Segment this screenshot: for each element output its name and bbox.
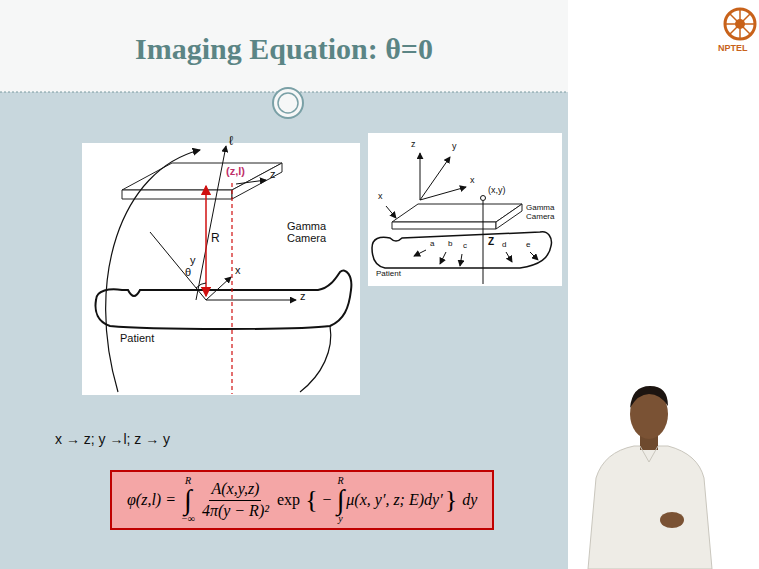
equation-term: − — [323, 491, 332, 509]
figure-label: z — [300, 290, 306, 302]
rotation-arrow — [300, 326, 331, 392]
figure-label: y — [190, 254, 196, 266]
projection-line — [483, 201, 484, 284]
figure-label: x → z; y →l; z → y — [55, 432, 170, 447]
l-axis — [196, 146, 226, 300]
figure-label: e — [526, 241, 530, 250]
figure-label: x — [235, 264, 241, 276]
logo-emblem — [725, 9, 755, 39]
equation-term: ∫ — [337, 486, 345, 514]
figure-panel — [82, 143, 360, 395]
figure-label: y — [452, 142, 457, 152]
presenter-hair — [630, 386, 668, 408]
equation-term: 4π(y − R)² — [200, 501, 271, 520]
slide-title: Imaging Equation: θ=0 — [0, 32, 568, 66]
figure-label: b — [448, 240, 452, 249]
equation-term: } — [445, 487, 457, 513]
presenter-collar — [640, 446, 658, 462]
equation-term: φ(z,l) = — [127, 491, 176, 509]
equation-box: φ(z,l) =R∫−∞A(x,y,z)4π(y − R)²exp{−R∫yμ(… — [110, 470, 494, 530]
figure-label: θ — [185, 266, 191, 278]
equation-term: μ(x, y′, z; E)dy′ — [346, 491, 442, 509]
figure-label: ℓ — [229, 134, 233, 148]
figure-label: Gamma Camera — [287, 220, 335, 244]
z-axis — [420, 153, 421, 200]
projection-line — [231, 183, 232, 394]
figure-label: Z — [488, 236, 494, 247]
figure-label: Patient — [120, 332, 154, 344]
figure-label: d — [502, 241, 506, 250]
pixel-point — [481, 196, 486, 201]
rotated-axis — [150, 232, 206, 300]
equation-term: −∞ — [181, 514, 195, 524]
logo-emblem — [726, 10, 754, 38]
figure-label: c — [463, 242, 467, 251]
figure-label: z — [270, 168, 276, 180]
figure-label: R — [211, 232, 220, 245]
angle-arc — [196, 283, 206, 288]
title-band — [0, 0, 568, 92]
z-axis — [236, 180, 266, 184]
equation-term: A(x,y,z) — [209, 480, 261, 500]
figure-label: x — [378, 192, 383, 202]
gamma-camera-plate — [496, 204, 522, 229]
figure-label: (z,l) — [226, 165, 245, 177]
integral: R∫y — [337, 476, 345, 524]
y-axis — [420, 157, 450, 200]
figure-label: x — [470, 176, 475, 186]
x-axis — [386, 206, 396, 218]
emission-arrow — [414, 250, 426, 256]
gamma-camera-plate — [392, 222, 496, 229]
integral: R∫−∞ — [181, 476, 195, 524]
figure-label: z — [411, 140, 416, 150]
equation-term: R — [337, 476, 343, 486]
slide-ground — [0, 0, 568, 569]
figure-label: Patient — [376, 270, 401, 279]
title-ornament — [278, 93, 298, 113]
emission-arrow — [440, 252, 446, 264]
patient-outline — [372, 232, 551, 268]
title-ornament — [273, 88, 303, 118]
rotation-arrow — [106, 150, 200, 392]
x-axis — [420, 187, 466, 200]
z-axis — [206, 300, 296, 301]
equation-term: dy — [462, 491, 477, 509]
figure-label: (x,y) — [488, 186, 506, 196]
equation-term: exp — [277, 491, 300, 509]
patient-outline — [96, 271, 352, 329]
figure-label: NPTEL — [718, 44, 748, 54]
emission-arrow — [530, 252, 538, 260]
equation-term: ∫ — [184, 486, 192, 514]
figure-label: Gamma Camera — [526, 204, 560, 222]
x-axis — [206, 277, 231, 300]
emission-arrow — [460, 254, 462, 266]
equation-term: { — [305, 487, 317, 513]
equation-term: y — [338, 514, 342, 524]
emission-arrow — [506, 252, 512, 262]
fraction: A(x,y,z)4π(y − R)² — [200, 480, 271, 520]
equation-term: R — [185, 476, 191, 486]
distance-arrow — [205, 186, 207, 296]
presenter-hand — [660, 512, 684, 528]
figure-label: a — [430, 240, 434, 249]
presenter-shirt — [588, 446, 712, 569]
figure-panel — [368, 133, 562, 286]
